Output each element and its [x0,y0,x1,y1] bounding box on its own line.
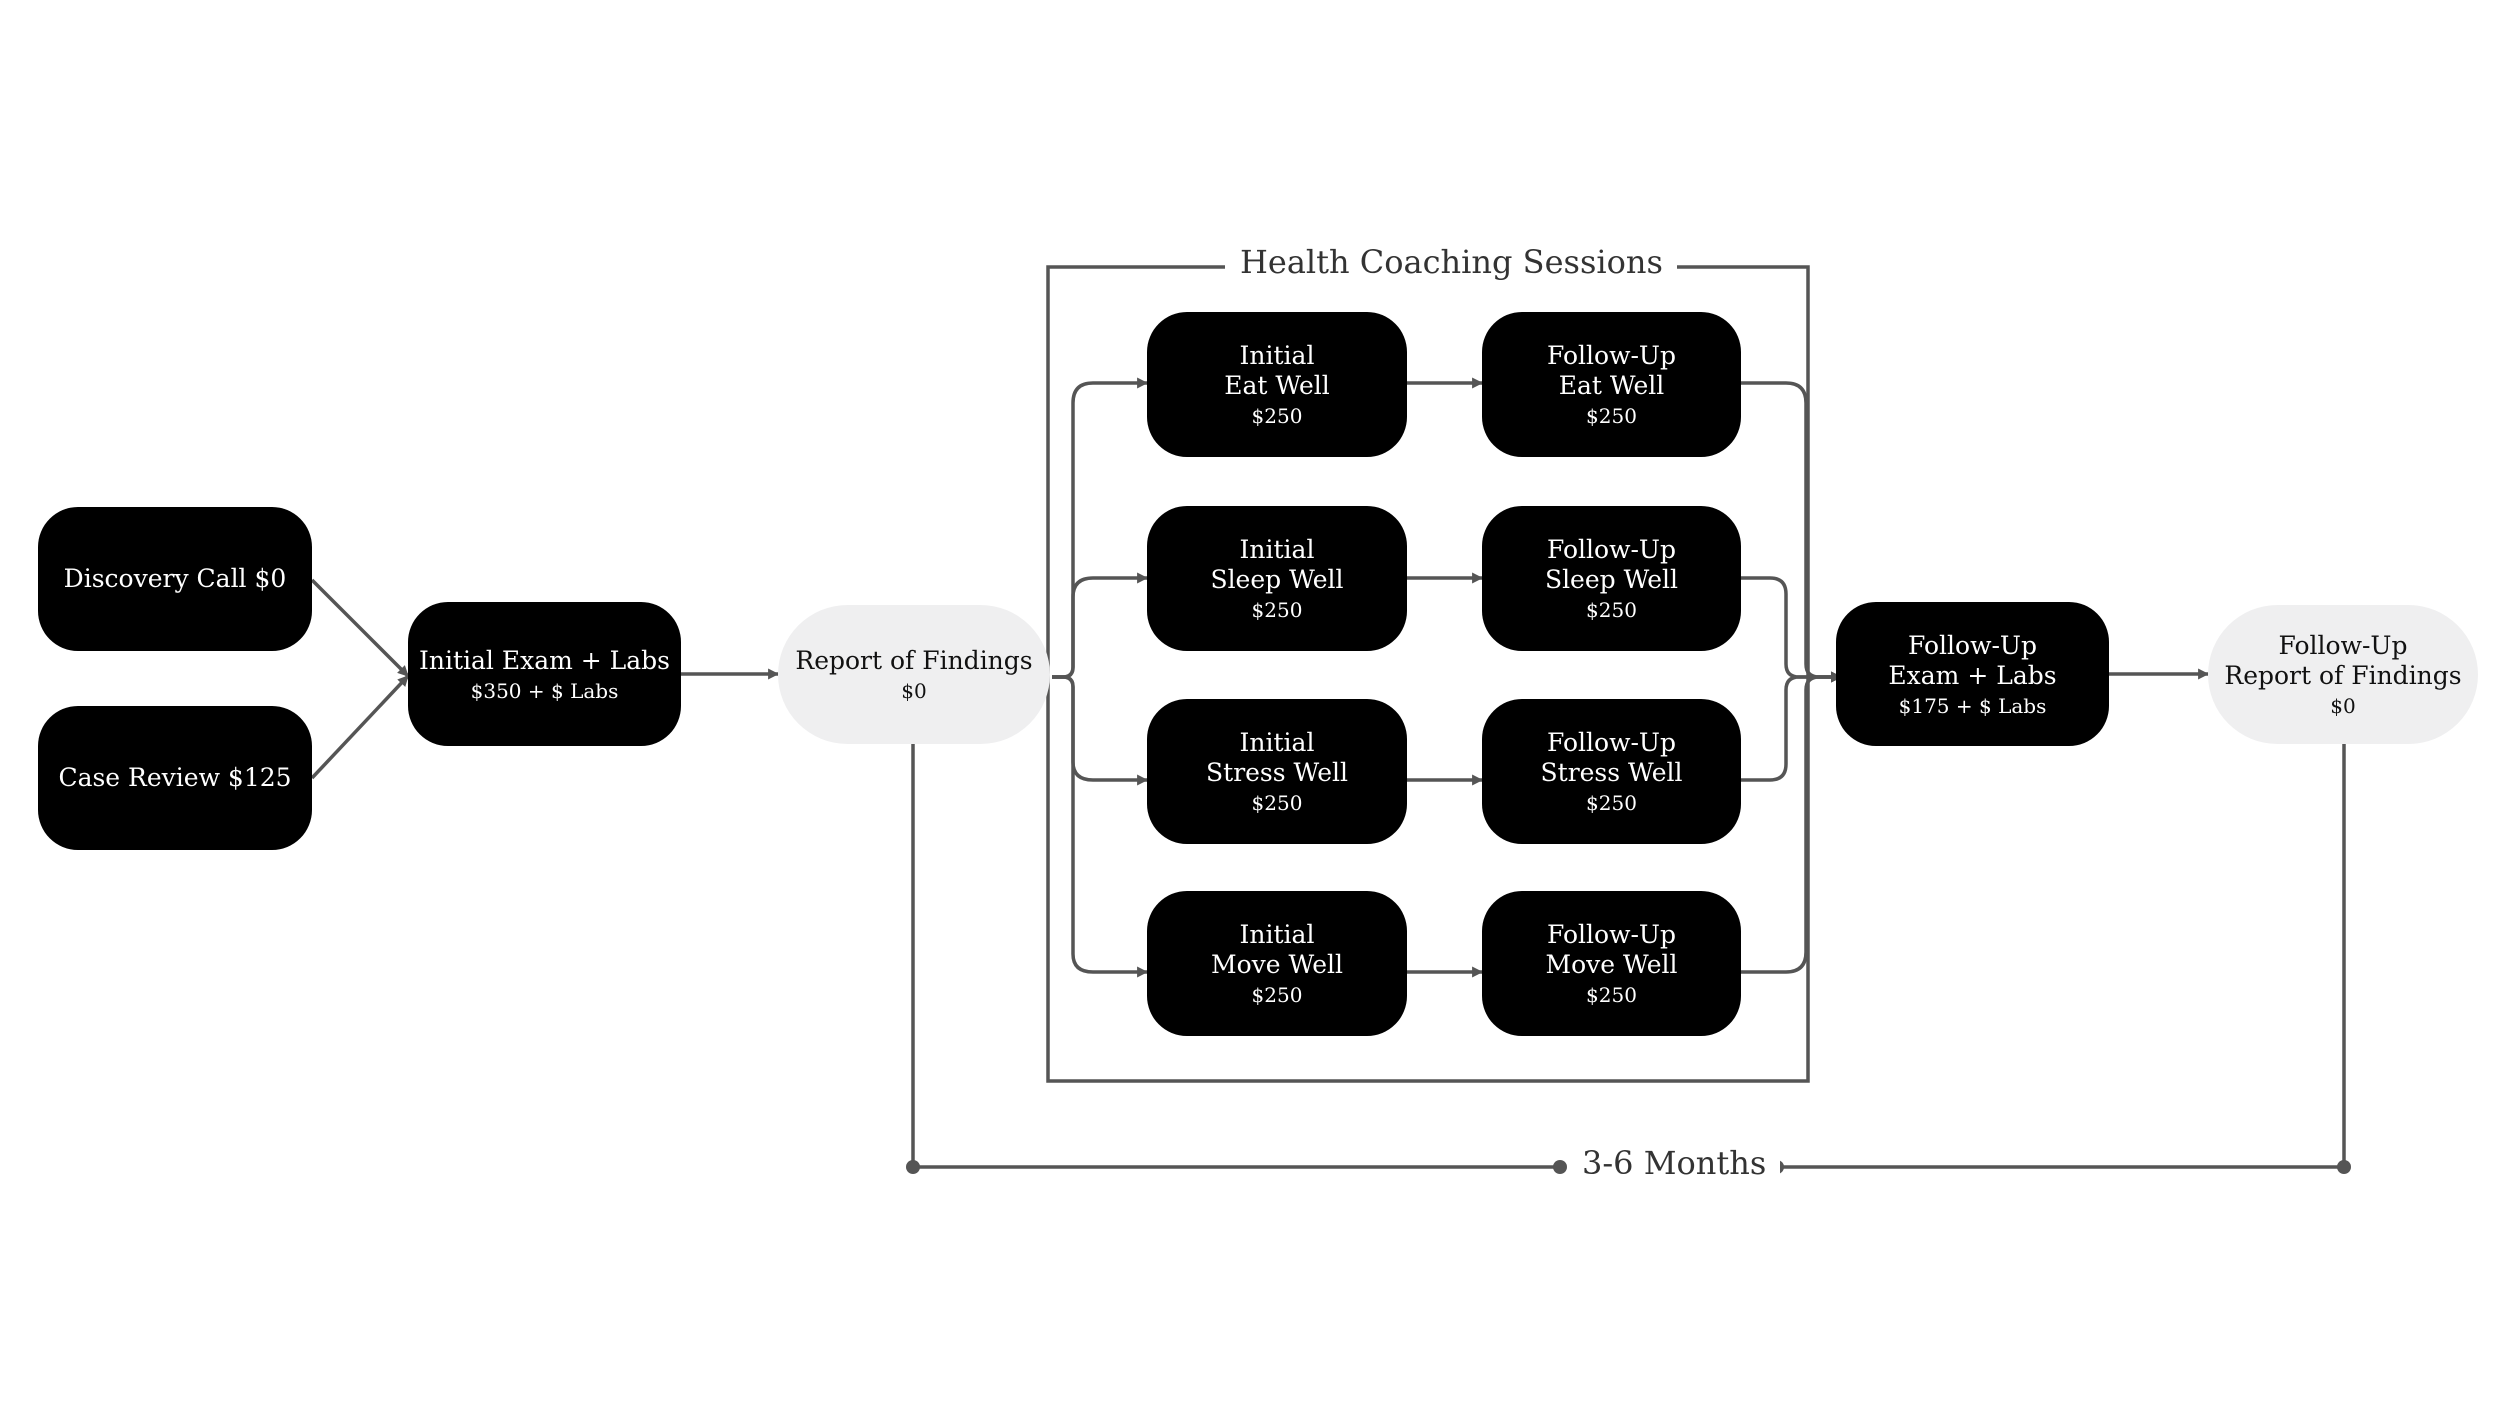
followup-sleep-well-node[interactable]: Follow-Up Sleep Well $250 [1482,506,1741,651]
timeline-dot [1553,1160,1567,1174]
session-price: $250 [1251,404,1303,428]
session-price: $250 [1251,983,1303,1007]
followup-exam-line2: Exam + Labs [1888,660,2057,690]
session-topic: Sleep Well [1544,565,1679,594]
followup-report-line2: Report of Findings [2224,661,2462,690]
session-type: Follow-Up [1547,535,1676,564]
session-type: Follow-Up [1547,341,1676,370]
merge-move [1741,671,1843,974]
session-type: Initial [1239,920,1315,949]
initial-exam-title: Initial Exam + Labs [418,645,670,675]
initial-stress-well-node[interactable]: Initial Stress Well $250 [1147,699,1407,844]
session-price: $250 [1251,791,1303,815]
discovery-call-label: Discovery Call $0 [63,564,287,593]
initial-sleep-well-node[interactable]: Initial Sleep Well $250 [1147,506,1407,651]
session-topic: Stress Well [1540,758,1683,787]
report-price: $0 [901,679,927,703]
session-topic: Eat Well [1224,371,1330,400]
report-of-findings-node[interactable]: Report of Findings $0 [778,605,1050,744]
timeline-dot [2337,1160,2351,1174]
initial-exam-node[interactable]: Initial Exam + Labs $350 + $ Labs [408,602,681,746]
followup-stress-well-node[interactable]: Follow-Up Stress Well $250 [1482,699,1741,844]
session-type: Initial [1239,728,1315,757]
merge-sleep [1741,576,1843,683]
session-price: $250 [1586,404,1637,428]
case-review-node[interactable]: Case Review $125 [38,706,312,850]
timeline-label: 3-6 Months [1568,1147,1781,1179]
session-type: Initial [1239,341,1315,370]
timeline-dot [906,1160,920,1174]
followup-report-price: $0 [2330,694,2356,718]
arrow-report-to-eat [1052,377,1149,679]
merge-stress [1741,671,1843,782]
session-type: Follow-Up [1547,920,1676,949]
arrow-report-to-move [1052,675,1149,978]
session-topic: Eat Well [1558,371,1665,400]
case-review-label: Case Review $125 [58,763,292,792]
discovery-call-node[interactable]: Discovery Call $0 [38,507,312,651]
initial-move-well-node[interactable]: Initial Move Well $250 [1147,891,1407,1036]
session-price: $250 [1586,598,1637,622]
session-topic: Move Well [1211,950,1343,979]
followup-exam-line1: Follow-Up [1908,630,2037,660]
followup-eat-well-node[interactable]: Follow-Up Eat Well $250 [1482,312,1741,457]
arrow-report-to-stress [1052,675,1149,786]
initial-exam-price: $350 + $ Labs [470,678,619,703]
session-price: $250 [1586,983,1637,1007]
followup-exam-price: $175 + $ Labs [1898,693,2047,718]
session-price: $250 [1251,598,1303,622]
arrow-report-to-sleep [1052,572,1149,679]
arrow-discovery-to-exam [310,578,410,678]
session-topic: Stress Well [1206,758,1348,787]
arrow-case-review-to-exam [310,674,410,780]
coaching-title: Health Coaching Sessions [1226,246,1677,278]
coaching-frame [1046,265,1810,1083]
initial-eat-well-node[interactable]: Initial Eat Well $250 [1147,312,1407,457]
session-type: Follow-Up [1547,728,1676,757]
report-title: Report of Findings [795,646,1033,675]
session-type: Initial [1239,535,1315,564]
merge-eat [1741,381,1843,683]
followup-report-node[interactable]: Follow-Up Report of Findings $0 [2208,605,2478,744]
followup-move-well-node[interactable]: Follow-Up Move Well $250 [1482,891,1741,1036]
session-topic: Sleep Well [1210,565,1344,594]
session-price: $250 [1586,791,1637,815]
followup-report-line1: Follow-Up [2278,631,2408,660]
session-topic: Move Well [1545,950,1678,979]
followup-exam-node[interactable]: Follow-Up Exam + Labs $175 + $ Labs [1836,602,2109,746]
